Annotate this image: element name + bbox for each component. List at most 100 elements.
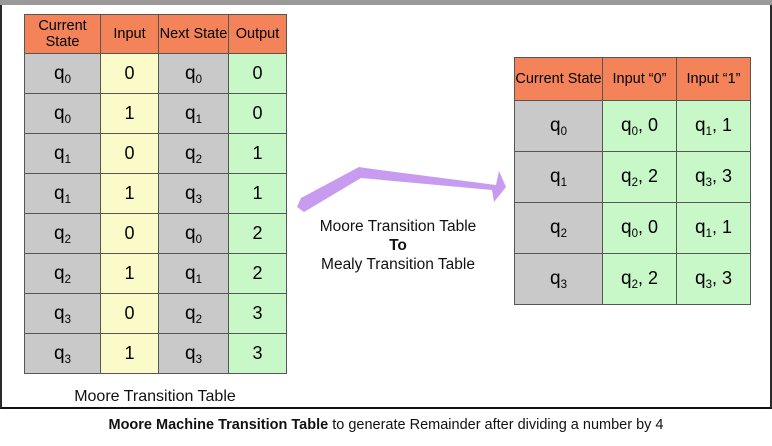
moore-current-state-value: q0	[54, 62, 71, 86]
moore-output-value: 3	[252, 343, 263, 363]
mealy-input-0-next-state: q0	[621, 217, 638, 240]
moore-next-state-value: q0	[185, 222, 202, 246]
moore-cell-current-state: q1	[24, 133, 101, 174]
mealy-input-1-output: , 3	[711, 268, 732, 288]
moore-input-value: 0	[124, 143, 135, 163]
moore-header-row: Current State Input Next State Output	[24, 14, 287, 54]
mealy-cell-current-state: q1	[514, 151, 603, 203]
mealy-header-row: Current State Input “0” Input “1”	[514, 57, 751, 101]
figure-caption-bold: Moore Machine Transition Table	[108, 417, 329, 433]
moore-header-input: Input	[100, 14, 159, 54]
mealy-cell-input-0: q2, 2	[602, 151, 677, 203]
moore-cell-output: 2	[228, 213, 287, 254]
moore-cell-input: 0	[100, 213, 159, 254]
moore-cell-output: 1	[228, 173, 287, 214]
mealy-header-current-state-label: Current State	[515, 71, 602, 87]
moore-output-value: 2	[252, 263, 263, 283]
moore-next-state-value: q2	[185, 142, 202, 166]
moore-cell-output: 1	[228, 133, 287, 174]
caption-area: Moore Machine Transition Table to genera…	[0, 409, 772, 446]
moore-output-value: 1	[252, 143, 263, 163]
transform-line-3: Mealy Transition Table	[321, 256, 475, 273]
transform-arrow	[290, 157, 510, 215]
moore-cell-current-state: q3	[24, 333, 101, 374]
moore-cell-input: 1	[100, 333, 159, 374]
moore-current-state-value: q3	[54, 302, 71, 326]
moore-current-state-value: q0	[54, 102, 71, 126]
moore-cell-input: 1	[100, 93, 159, 134]
mealy-header-input-1: Input “1”	[676, 57, 751, 101]
mealy-input-0-output: , 2	[637, 268, 658, 288]
moore-header-output-label: Output	[235, 26, 280, 42]
mealy-input-0-output: , 0	[637, 115, 658, 135]
moore-output-value: 0	[252, 103, 263, 123]
moore-cell-input: 1	[100, 173, 159, 214]
moore-cell-next-state: q2	[158, 133, 229, 174]
moore-cell-next-state: q3	[158, 333, 229, 374]
mealy-input-0-next-state: q2	[621, 268, 638, 291]
mealy-input-1-output: , 3	[711, 166, 732, 186]
moore-cell-input: 0	[100, 133, 159, 174]
moore-cell-next-state: q1	[158, 93, 229, 134]
moore-cell-output: 3	[228, 333, 287, 374]
mealy-current-state-value: q2	[550, 217, 567, 240]
moore-next-state-value: q2	[185, 302, 202, 326]
mealy-input-1-next-state: q3	[695, 268, 712, 291]
mealy-input-1-next-state: q1	[695, 217, 712, 240]
mealy-current-state-value: q3	[550, 268, 567, 291]
moore-cell-next-state: q0	[158, 53, 229, 94]
mealy-header-input-1-label: Input “1”	[686, 71, 741, 87]
moore-header-output: Output	[228, 14, 287, 54]
mealy-cell-input-0: q0, 0	[602, 202, 677, 254]
mealy-cell-input-0: q2, 2	[602, 253, 677, 305]
moore-output-value: 1	[252, 183, 263, 203]
moore-output-value: 0	[252, 63, 263, 83]
moore-input-value: 0	[124, 63, 135, 83]
mealy-cell-input-1: q3, 3	[676, 253, 751, 305]
mealy-cell-input-0: q0, 0	[602, 100, 677, 152]
top-bar	[0, 0, 772, 5]
transform-line-1: Moore Transition Table	[319, 218, 477, 235]
mealy-cell-input-1: q1, 1	[676, 202, 751, 254]
moore-next-state-value: q1	[185, 102, 202, 126]
moore-cell-current-state: q2	[24, 253, 101, 294]
moore-current-state-value: q1	[54, 182, 71, 206]
moore-cell-next-state: q3	[158, 173, 229, 214]
moore-transition-table: Current State Input Next State Output q0…	[24, 14, 287, 374]
moore-header-current-state-label: Current State	[38, 18, 87, 50]
transform-line-2: To	[389, 237, 407, 254]
moore-cell-next-state: q1	[158, 253, 229, 294]
moore-header-input-label: Input	[113, 26, 146, 42]
mealy-cell-current-state: q2	[514, 202, 603, 254]
moore-next-state-value: q3	[185, 342, 202, 366]
arrow-icon	[297, 167, 506, 212]
mealy-current-state-value: q0	[550, 115, 567, 138]
moore-cell-current-state: q0	[24, 93, 101, 134]
mealy-input-0-output: , 2	[637, 166, 658, 186]
moore-input-value: 0	[124, 223, 135, 243]
mealy-input-1-next-state: q1	[695, 115, 712, 138]
figure-caption-rest: to generate Remainder after dividing a n…	[328, 417, 664, 433]
moore-cell-current-state: q3	[24, 293, 101, 334]
mealy-header-current-state: Current State	[514, 57, 603, 101]
mealy-header-input-0: Input “0”	[602, 57, 677, 101]
moore-header-next-state: Next State	[158, 14, 229, 54]
moore-input-value: 1	[124, 343, 135, 363]
moore-cell-output: 0	[228, 93, 287, 134]
moore-current-state-value: q3	[54, 342, 71, 366]
moore-table-caption: Moore Transition Table	[74, 388, 236, 405]
moore-cell-input: 0	[100, 53, 159, 94]
figure-area: Current State Input Next State Output q0…	[0, 5, 772, 409]
moore-cell-output: 3	[228, 293, 287, 334]
moore-cell-current-state: q0	[24, 53, 101, 94]
table-row: q0 1 q1 0	[24, 93, 287, 134]
moore-cell-output: 2	[228, 253, 287, 294]
moore-output-value: 3	[252, 303, 263, 323]
